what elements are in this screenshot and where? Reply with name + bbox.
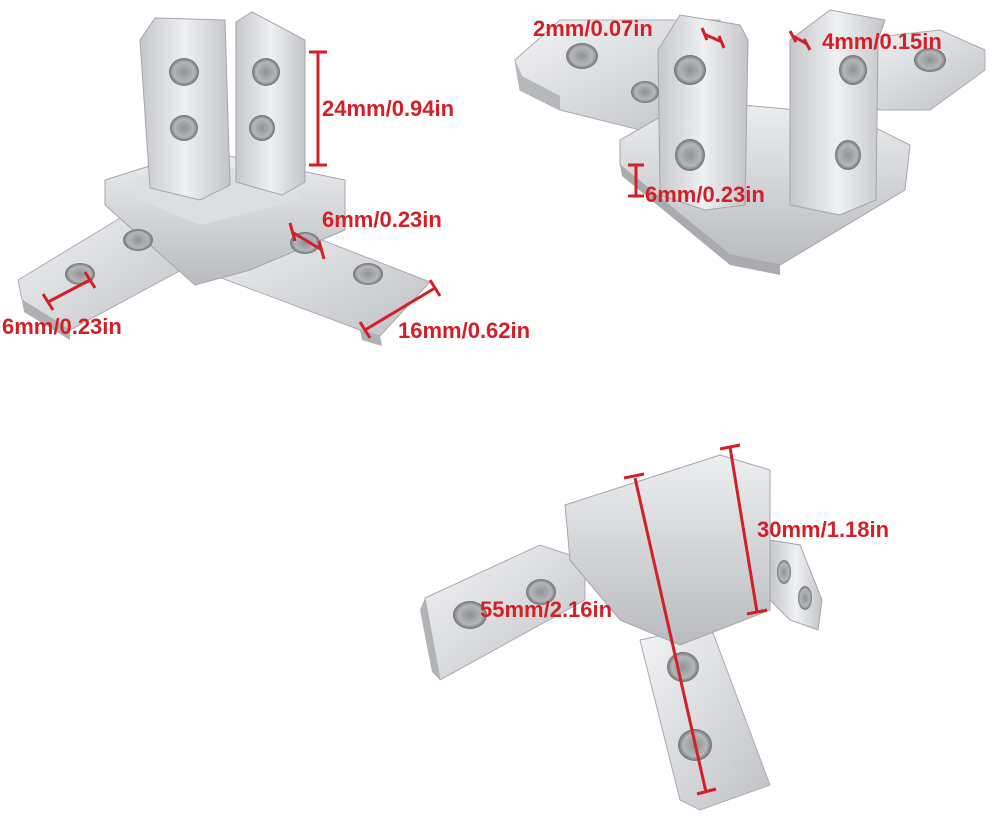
label-width: 30mm/1.18in xyxy=(757,517,890,542)
label-upright-height: 24mm/0.94in xyxy=(322,96,455,121)
dim-lines-bottom xyxy=(623,443,768,796)
bracket-top-right xyxy=(514,9,986,275)
dim-lines-top-right xyxy=(628,27,812,198)
label-slot-4mm: 4mm/0.15in xyxy=(822,29,942,54)
label-length: 55mm/2.16in xyxy=(480,597,613,622)
label-base-thickness: 6mm/0.23in xyxy=(645,182,765,207)
bracket-bottom xyxy=(420,454,823,811)
dim-lines-top-left xyxy=(41,50,442,339)
label-slot-2mm: 2mm/0.07in xyxy=(533,16,653,41)
label-arm-width: 16mm/0.62in xyxy=(398,318,531,343)
label-left-arm: 6mm/0.23in xyxy=(2,314,122,339)
label-hole-diameter: 6mm/0.23in xyxy=(322,207,442,232)
bracket-top-left xyxy=(17,11,431,346)
